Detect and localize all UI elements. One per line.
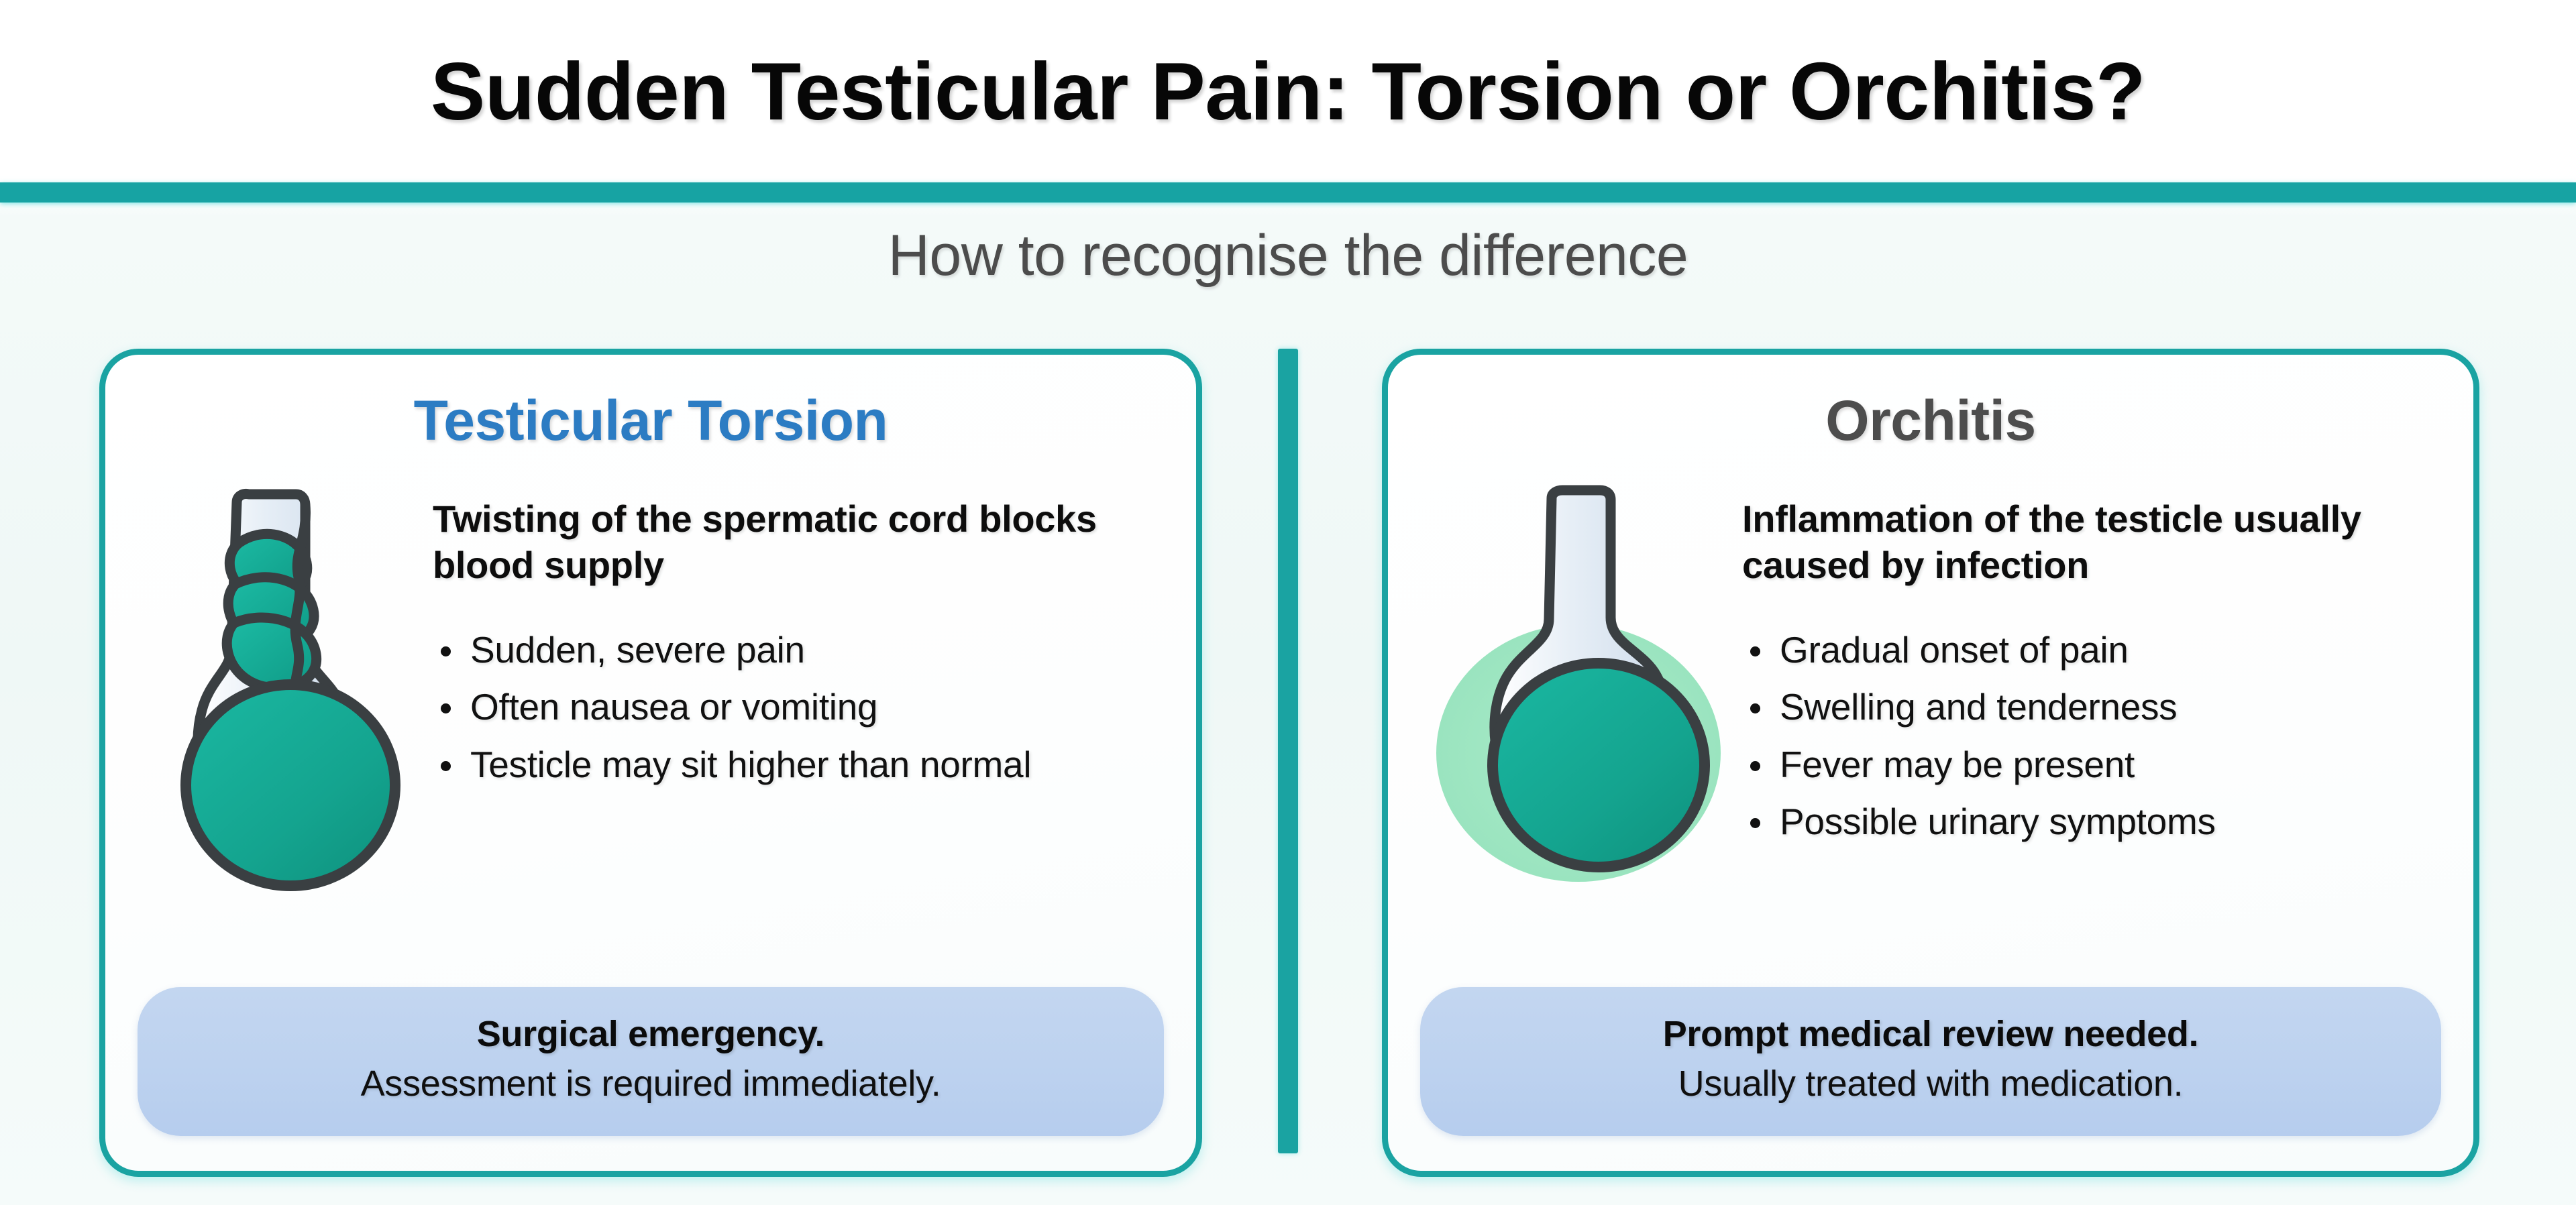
list-item: Gradual onset of pain xyxy=(1742,626,2444,675)
card-title-orchitis: Orchitis xyxy=(1825,389,2036,452)
card-orchitis: Orchitis xyxy=(1382,349,2479,1177)
symptom-list-torsion: Sudden, severe pain Often nausea or vomi… xyxy=(433,626,1167,789)
vertical-divider xyxy=(1278,349,1298,1153)
text-column-orchitis: Inflammation of the testicle usually cau… xyxy=(1735,478,2444,856)
callout-orchitis: Prompt medical review needed. Usually tr… xyxy=(1420,987,2441,1136)
list-item: Swelling and tenderness xyxy=(1742,683,2444,732)
list-item: Sudden, severe pain xyxy=(433,626,1167,675)
callout-headline-orchitis: Prompt medical review needed. xyxy=(1662,1014,2199,1055)
list-item: Possible urinary symptoms xyxy=(1742,798,2444,846)
card-title-torsion: Testicular Torsion xyxy=(413,389,888,452)
text-column-torsion: Twisting of the spermatic cord blocks bl… xyxy=(426,478,1167,798)
card-body-torsion: Twisting of the spermatic cord blocks bl… xyxy=(105,478,1196,921)
page-subtitle: How to recognise the difference xyxy=(888,223,1688,288)
card-testicular-torsion: Testicular Torsion xyxy=(99,349,1202,1177)
lead-text-torsion: Twisting of the spermatic cord blocks bl… xyxy=(433,498,1097,587)
orchitis-illustration xyxy=(1420,478,1735,921)
symptom-list-orchitis: Gradual onset of pain Swelling and tende… xyxy=(1742,626,2444,846)
callout-torsion: Surgical emergency. Assessment is requir… xyxy=(138,987,1164,1136)
card-body-orchitis: Inflammation of the testicle usually cau… xyxy=(1388,478,2473,921)
callout-headline-torsion: Surgical emergency. xyxy=(476,1014,825,1055)
callout-detail-orchitis: Usually treated with medication. xyxy=(1678,1064,2184,1104)
title-band: Sudden Testicular Pain: Torsion or Orchi… xyxy=(0,0,2576,182)
list-item: Testicle may sit higher than normal xyxy=(433,741,1167,789)
page-title: Sudden Testicular Pain: Torsion or Orchi… xyxy=(430,46,2146,137)
comparison-cards: Testicular Torsion xyxy=(0,349,2576,1180)
lead-text-orchitis: Inflammation of the testicle usually cau… xyxy=(1742,498,2361,587)
list-item: Fever may be present xyxy=(1742,741,2444,789)
testicular-torsion-illustration xyxy=(138,478,426,921)
title-underline-rule xyxy=(0,182,2576,203)
list-item: Often nausea or vomiting xyxy=(433,683,1167,732)
callout-detail-torsion: Assessment is required immediately. xyxy=(360,1064,941,1104)
